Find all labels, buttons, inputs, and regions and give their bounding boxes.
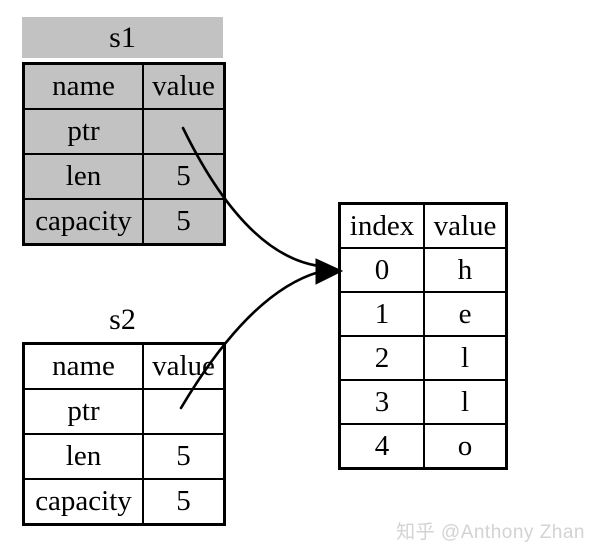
s2-capacity-label: capacity xyxy=(22,478,144,526)
s1-ptr-value xyxy=(142,108,226,155)
s1-struct-table: name value ptr len 5 capacity 5 xyxy=(22,62,226,246)
s2-ptr-value xyxy=(142,388,226,435)
table-row: 1 e xyxy=(338,291,508,337)
s1-ptr-label: ptr xyxy=(22,108,144,155)
heap-index-0: 0 xyxy=(338,247,425,293)
s2-ptr-label: ptr xyxy=(22,388,144,435)
heap-buffer-table: index value 0 h 1 e 2 l 3 l 4 o xyxy=(338,202,508,470)
s2-len-label: len xyxy=(22,433,144,480)
table-row: 0 h xyxy=(338,247,508,293)
table-row: capacity 5 xyxy=(22,198,226,246)
heap-index-2: 2 xyxy=(338,335,425,381)
heap-value-4: o xyxy=(423,423,508,470)
s1-capacity-value: 5 xyxy=(142,198,226,246)
heap-index-1: 1 xyxy=(338,291,425,337)
table-row: 2 l xyxy=(338,335,508,381)
heap-col-header-value: value xyxy=(423,202,508,249)
s1-col-header-name: name xyxy=(22,62,144,110)
table-row: 3 l xyxy=(338,379,508,425)
s2-col-header-value: value xyxy=(142,342,226,390)
table-row: ptr xyxy=(22,108,226,155)
s2-capacity-value: 5 xyxy=(142,478,226,526)
s1-capacity-label: capacity xyxy=(22,198,144,246)
s1-title: s1 xyxy=(22,17,223,58)
s2-col-header-name: name xyxy=(22,342,144,390)
table-row: capacity 5 xyxy=(22,478,226,526)
watermark: 知乎 @Anthony Zhan xyxy=(396,521,585,543)
table-row: ptr xyxy=(22,388,226,435)
s1-len-label: len xyxy=(22,153,144,200)
heap-index-3: 3 xyxy=(338,379,425,425)
heap-value-1: e xyxy=(423,291,508,337)
s2-len-value: 5 xyxy=(142,433,226,480)
heap-col-header-index: index xyxy=(338,202,425,249)
heap-index-4: 4 xyxy=(338,423,425,470)
table-row: 4 o xyxy=(338,423,508,470)
table-header-row: index value xyxy=(338,202,508,249)
heap-value-0: h xyxy=(423,247,508,293)
s2-title: s2 xyxy=(109,303,136,336)
table-row: len 5 xyxy=(22,153,226,200)
table-header-row: name value xyxy=(22,342,226,390)
heap-value-3: l xyxy=(423,379,508,425)
s1-col-header-value: value xyxy=(142,62,226,110)
s2-struct-table: name value ptr len 5 capacity 5 xyxy=(22,342,226,526)
table-header-row: name value xyxy=(22,62,226,110)
s1-len-value: 5 xyxy=(142,153,226,200)
heap-value-2: l xyxy=(423,335,508,381)
table-row: len 5 xyxy=(22,433,226,480)
